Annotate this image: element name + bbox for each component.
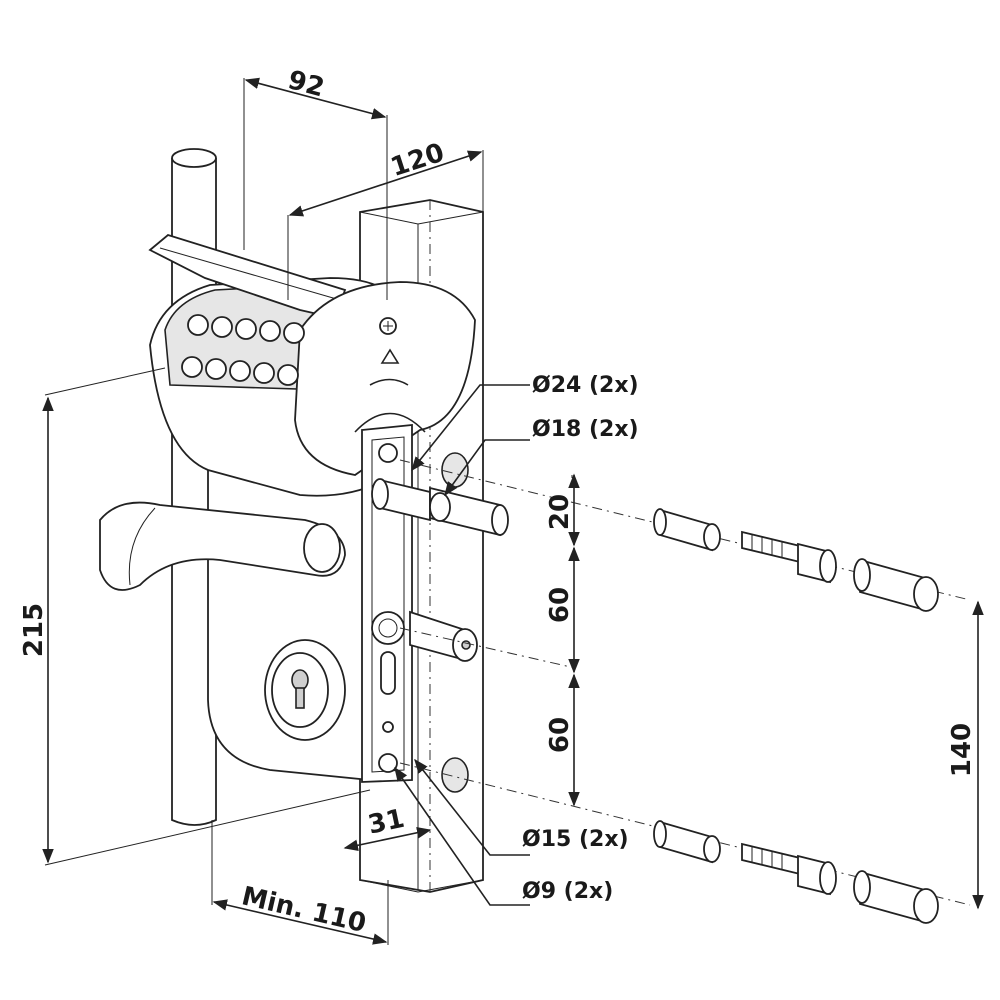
dim-20: 20 (545, 494, 575, 530)
dim-140: 140 (947, 723, 977, 777)
dim-60-lower: 60 (545, 717, 575, 753)
loose-parts-upper (653, 508, 939, 612)
dim-31: 31 (366, 804, 408, 841)
leader-lines (394, 384, 530, 906)
loose-parts-lower (653, 820, 939, 924)
dim-60-upper: 60 (545, 587, 575, 623)
lock-body (99, 233, 476, 783)
dim-120: 120 (387, 138, 448, 183)
lever-handle (99, 501, 346, 591)
keypad-buttons (181, 314, 305, 386)
callout-d9: Ø9 (2x) (522, 879, 613, 904)
dim-92: 92 (285, 65, 328, 103)
middle-hardware (371, 610, 576, 669)
callout-d15: Ø15 (2x) (522, 827, 629, 852)
key-cylinder (264, 639, 346, 741)
callout-d24: Ø24 (2x) (532, 373, 639, 398)
callout-d18: Ø18 (2x) (532, 417, 639, 442)
warning-triangle-icon (380, 348, 400, 364)
post-hole-lower (441, 757, 469, 793)
dim-215: 215 (19, 603, 49, 657)
face-plate (361, 424, 413, 783)
dimension-lines (42, 77, 984, 945)
dim-min-110: Min. 110 (239, 881, 369, 939)
